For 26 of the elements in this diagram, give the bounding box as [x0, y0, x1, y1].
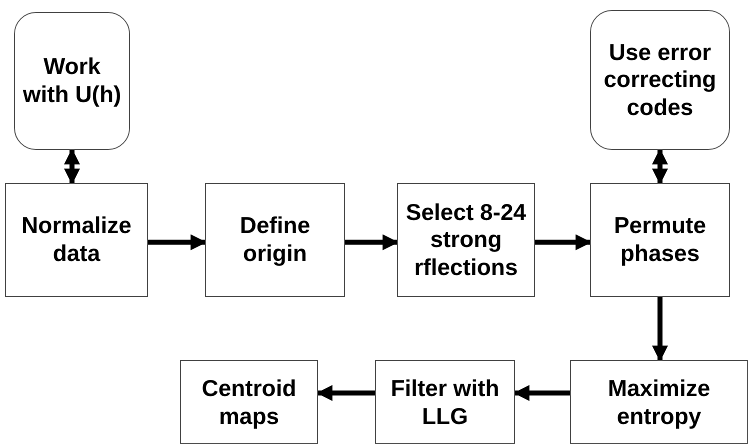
arrow [64, 148, 80, 185]
node-label: Maximize entropy [606, 375, 712, 430]
arrow [535, 234, 592, 250]
process-box [5, 183, 148, 297]
rounded-box [14, 12, 130, 150]
process-box [375, 360, 515, 444]
arrow [316, 385, 375, 401]
node-label: Work with U(h) [22, 53, 122, 109]
node-label: Normalize data [20, 212, 132, 268]
process-box [570, 360, 748, 444]
process-box [205, 183, 345, 297]
node-label: Filter with LLG [390, 375, 500, 430]
arrow [652, 148, 668, 185]
process-box [180, 360, 318, 444]
node-label: Centroid maps [200, 375, 298, 430]
node-label: Use error correcting codes [602, 38, 718, 122]
rounded-box [590, 10, 730, 150]
arrow [148, 234, 207, 250]
process-box [397, 183, 535, 297]
node-label: Define origin [238, 212, 312, 268]
process-box [590, 183, 730, 297]
node-label: Select 8-24 strong rflections [404, 198, 528, 282]
arrow [345, 234, 399, 250]
node-label: Permute phases [612, 212, 708, 268]
arrow [652, 297, 668, 362]
arrow [513, 385, 570, 401]
